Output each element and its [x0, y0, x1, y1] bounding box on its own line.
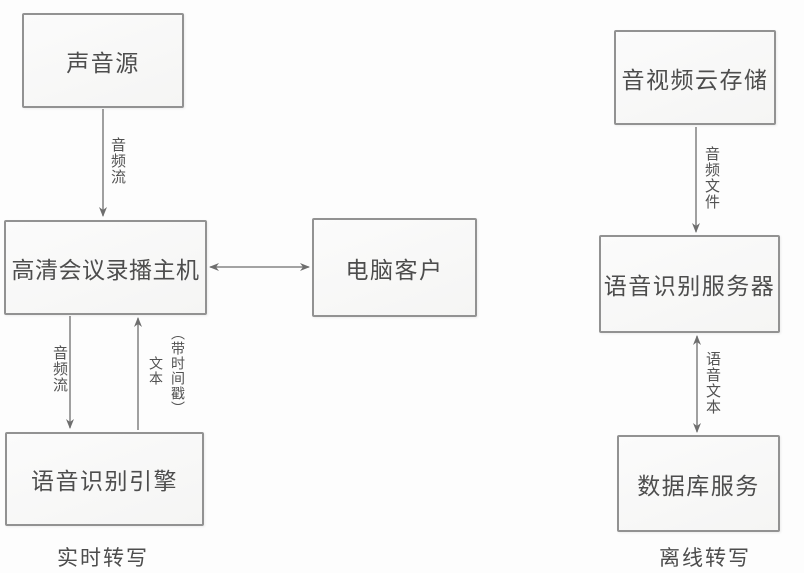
node-recording-host-label: 高清会议录播主机: [11, 256, 200, 283]
node-asr-engine-label: 语音识别引擎: [31, 468, 178, 494]
edge-label-text-with-timestamp: 文本 （带时间戳）: [146, 326, 188, 416]
node-asr-server: 语音识别服务器: [599, 235, 780, 333]
node-cloud-storage: 音视频云存储: [614, 30, 776, 125]
caption-offline: 离线转写: [659, 547, 751, 570]
node-asr-engine: 语音识别引擎: [5, 432, 204, 526]
node-cloud-storage-label: 音视频云存储: [621, 66, 769, 93]
node-database-service: 数据库服务: [617, 435, 780, 532]
node-pc-client-label: 电脑客户: [345, 256, 444, 283]
node-sound-source-label: 声音源: [66, 49, 140, 76]
node-asr-server-label: 语音识别服务器: [603, 273, 776, 299]
edge-label-audio-file: 音频文件: [703, 146, 720, 210]
edge-label-speech-text: 语音文本: [704, 351, 721, 415]
node-recording-host: 高清会议录播主机: [4, 220, 207, 315]
node-database-service-label: 数据库服务: [637, 472, 760, 499]
edge-label-timestamp-text: 文本: [148, 356, 164, 386]
node-sound-source: 声音源: [22, 13, 184, 108]
node-pc-client: 电脑客户: [312, 218, 477, 317]
edge-label-timestamp-bracket: （带时间戳）: [170, 326, 186, 416]
caption-realtime: 实时转写: [57, 547, 149, 570]
edge-label-audio-stream-top: 音频流: [109, 137, 126, 185]
edge-label-audio-stream-bottom: 音频流: [51, 345, 68, 393]
